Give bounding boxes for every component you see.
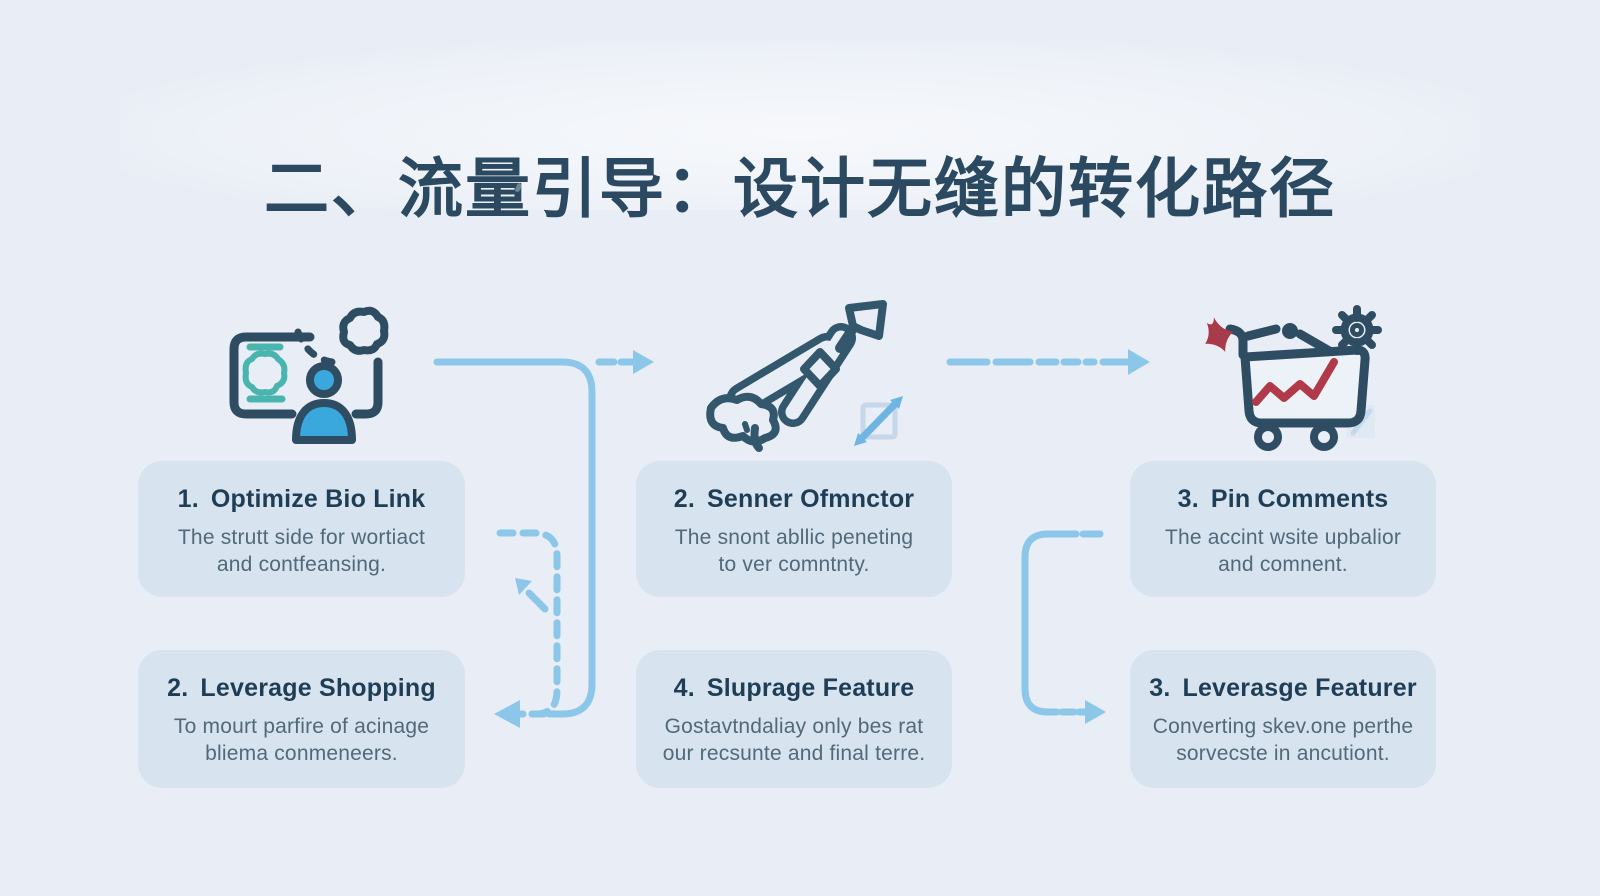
step-description: Gostavtndaliay only bes rat our recsunte…	[662, 715, 926, 765]
arrowhead-right-small-icon	[633, 350, 654, 374]
person-head	[306, 362, 342, 398]
step-title: 4. Sluprage Feature	[674, 674, 915, 703]
profile-frame	[229, 332, 315, 419]
cart-handle-left	[1225, 324, 1248, 360]
send-plane-icon	[706, 300, 903, 452]
gear-blob-icon	[339, 306, 389, 355]
arrowhead-left-icon	[494, 700, 520, 728]
page-title: 二、流量引导：设计无缝的转化路径	[263, 151, 1336, 225]
step-card-pin-comments: 3. Pin Comments The accint wsite upbalior…	[1130, 461, 1436, 597]
step-title-text: Sluprage Feature	[706, 674, 915, 702]
step-title-text: Optimize Bio Link	[210, 485, 426, 513]
profile-card-icon	[229, 306, 389, 444]
step-card-optimize-bio-link: 1. Optimize Bio Link The strutt side for …	[138, 461, 465, 597]
cart-wheel-left	[1254, 423, 1282, 451]
step-title: 3. Leverasge Featurer	[1149, 674, 1417, 703]
step-title: 2. Senner Ofmnctor	[674, 485, 914, 514]
step-title-text: Leverasge Featurer	[1182, 674, 1417, 702]
step-card-leverasge-featurer: 3. Leverasge Featurer Converting skev.one…	[1130, 650, 1436, 788]
step-card-leverage-shopping: 2. Leverage Shopping To mourt parfire of …	[138, 650, 465, 788]
step-number: 1.	[177, 485, 199, 513]
step-card-sluprage-feature: 4. Sluprage Feature Gostavtndaliay only b…	[636, 650, 952, 788]
arrowhead-up-left-icon	[515, 578, 532, 595]
step-title: 1. Optimize Bio Link	[178, 485, 426, 514]
step-description: The snont abllic peneting to ver comntnt…	[674, 526, 914, 576]
ne-arrow-head	[845, 300, 887, 340]
cart-wheel-right	[1310, 423, 1338, 451]
step-number: 4.	[673, 674, 695, 702]
profile-frame-right	[351, 357, 383, 419]
dashed-arc	[294, 328, 336, 366]
connector-step1-branch	[433, 358, 596, 718]
plane-blob	[706, 392, 780, 446]
step-title: 3. Pin Comments	[1178, 485, 1389, 514]
arrowhead-card6-icon	[1085, 700, 1106, 724]
step-description: The strutt side for wortiact and contfea…	[177, 526, 426, 576]
step-number: 2.	[167, 674, 189, 702]
step-title: 2. Leverage Shopping	[167, 674, 436, 703]
step-title-text: Pin Comments	[1210, 485, 1389, 513]
step-title-text: Senner Ofmnctor	[707, 485, 915, 513]
step-card-senner-ofmnctor: 2. Senner Ofmnctor The snont abllic penet…	[636, 461, 952, 597]
step-number: 3.	[1149, 674, 1171, 702]
expand-icon	[854, 396, 903, 446]
red-trend-line	[1252, 358, 1338, 406]
step-title-text: Leverage Shopping	[200, 674, 436, 702]
step-number: 2.	[673, 485, 696, 513]
step-number: 3.	[1177, 485, 1199, 513]
plane-dot-mark	[742, 421, 750, 433]
connector-right-bracket	[1021, 530, 1080, 716]
plane-diamond	[800, 348, 840, 390]
arrow-left-up-shaft	[525, 589, 549, 613]
teal-blob-icon	[242, 350, 288, 396]
plane-tail-stub	[750, 424, 763, 452]
arrowhead-step3-icon	[1128, 349, 1150, 375]
cart-tent-dot	[1282, 323, 1298, 339]
connector-loop-left	[496, 529, 561, 718]
step-description: To mourt parfire of acinage bliema conme…	[173, 715, 430, 765]
cart-tent-left	[1243, 324, 1281, 341]
red-sparkle-icon	[1205, 317, 1234, 352]
person-body	[292, 399, 356, 444]
gear-icon	[1332, 305, 1382, 355]
cart-analytics-icon	[1205, 305, 1382, 451]
step-description: Converting skev.one perthe sorvecste in …	[1152, 715, 1414, 765]
step-description: The accint wsite upbalior and comnent.	[1164, 526, 1402, 576]
